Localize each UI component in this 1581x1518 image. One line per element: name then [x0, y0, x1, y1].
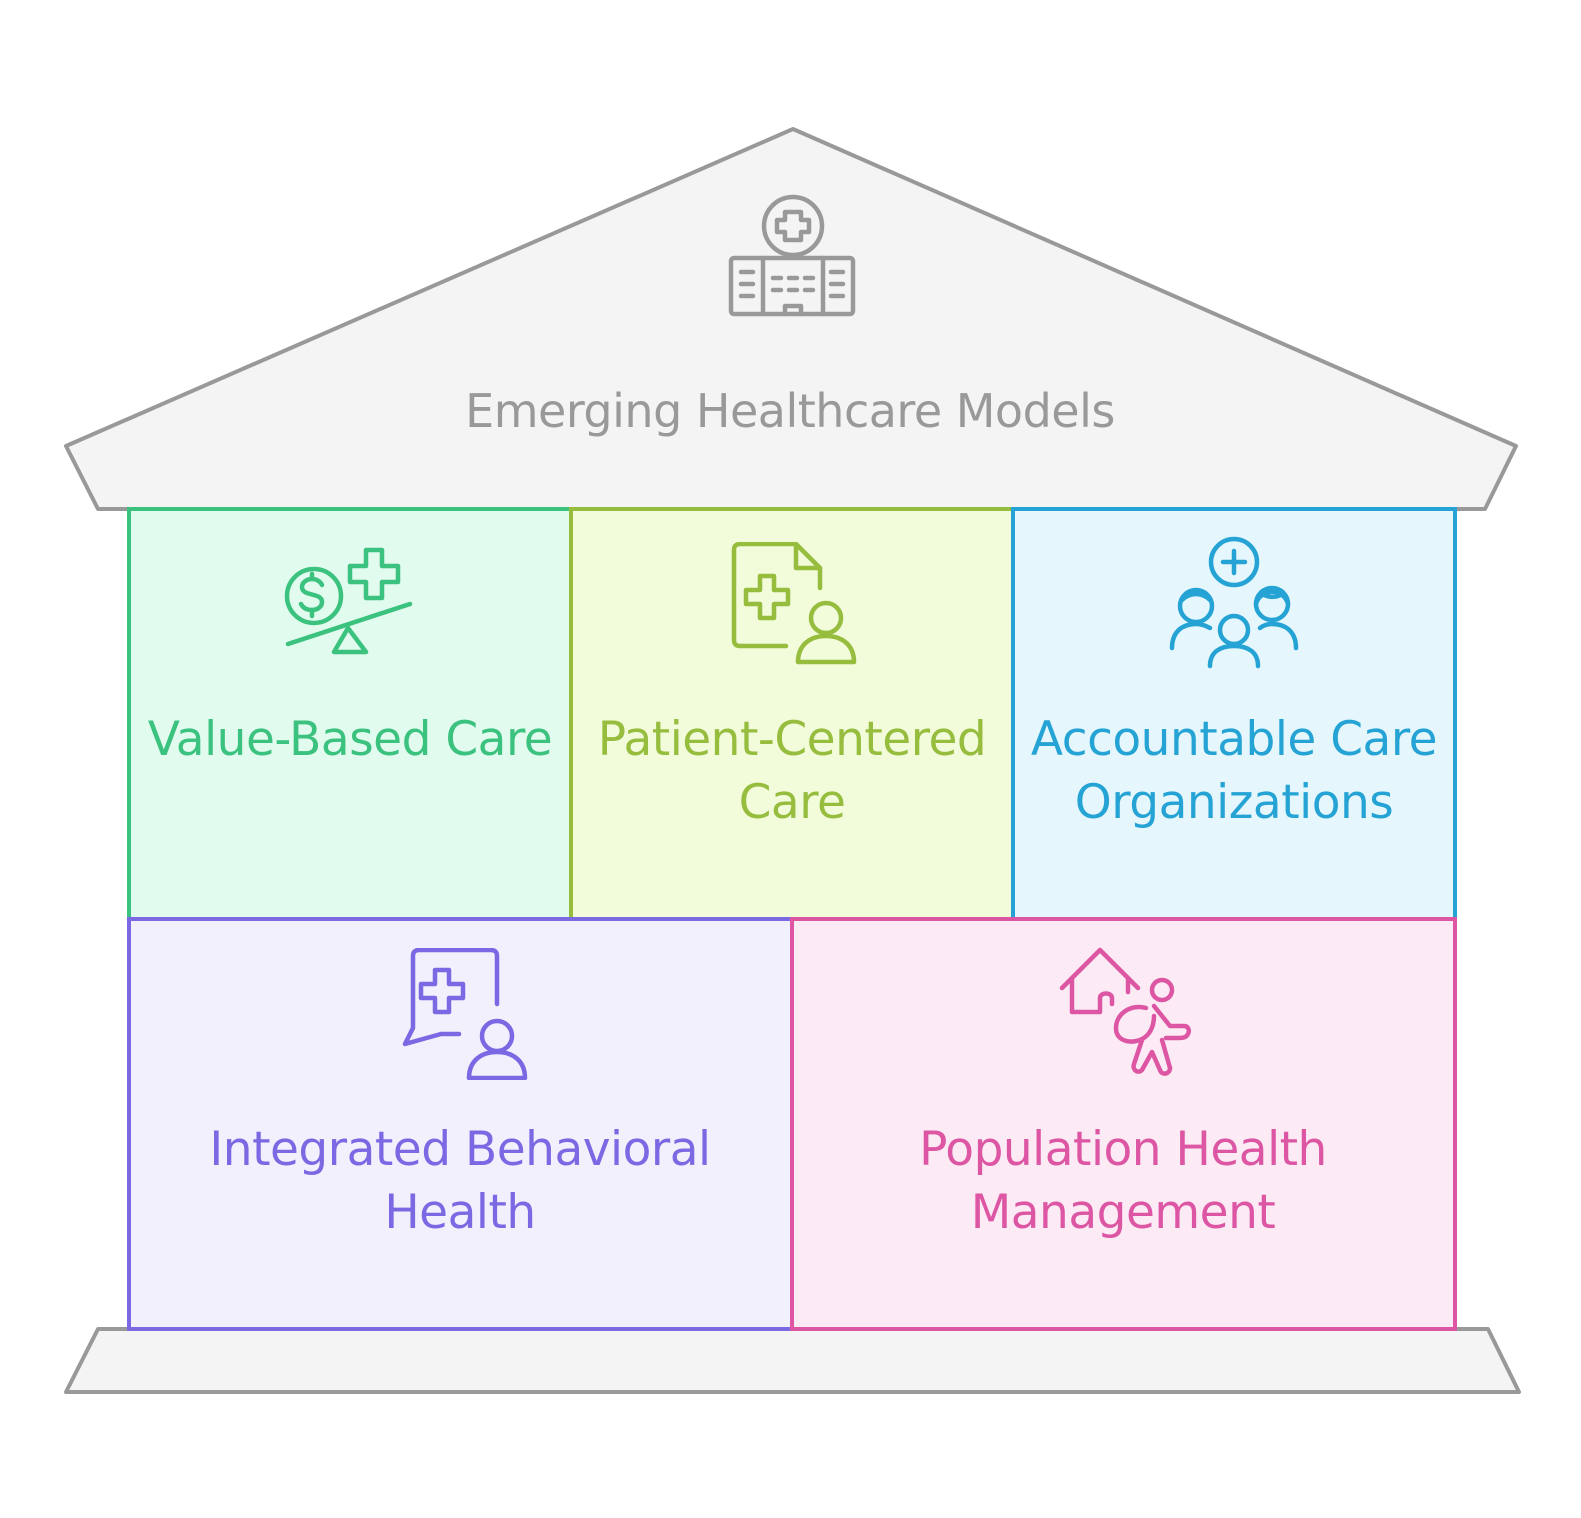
label-integrated-behavioral-health: Integrated Behavioral Health	[209, 1122, 711, 1240]
label-value-based-care: Value-Based Care	[147, 712, 553, 767]
cell-population-health-management	[790, 917, 1457, 1331]
label-patient-centered-care: Patient-Centered Care	[597, 712, 987, 830]
label-population-health-management: Population Health Management	[919, 1122, 1327, 1240]
base	[64, 1327, 1521, 1394]
hospital-building-icon	[728, 194, 856, 317]
label-accountable-care-organizations: Accountable Care Organizations	[1030, 712, 1438, 830]
medical-chat-person-icon	[402, 948, 528, 1080]
care-team-group-icon	[1169, 536, 1299, 669]
money-health-balance-icon	[284, 547, 413, 655]
diagram-title: Emerging Healthcare Models	[465, 384, 1115, 438]
patient-medical-record-icon	[731, 542, 857, 665]
cell-integrated-behavioral-health	[127, 917, 794, 1331]
home-walking-person-icon	[1059, 947, 1192, 1076]
